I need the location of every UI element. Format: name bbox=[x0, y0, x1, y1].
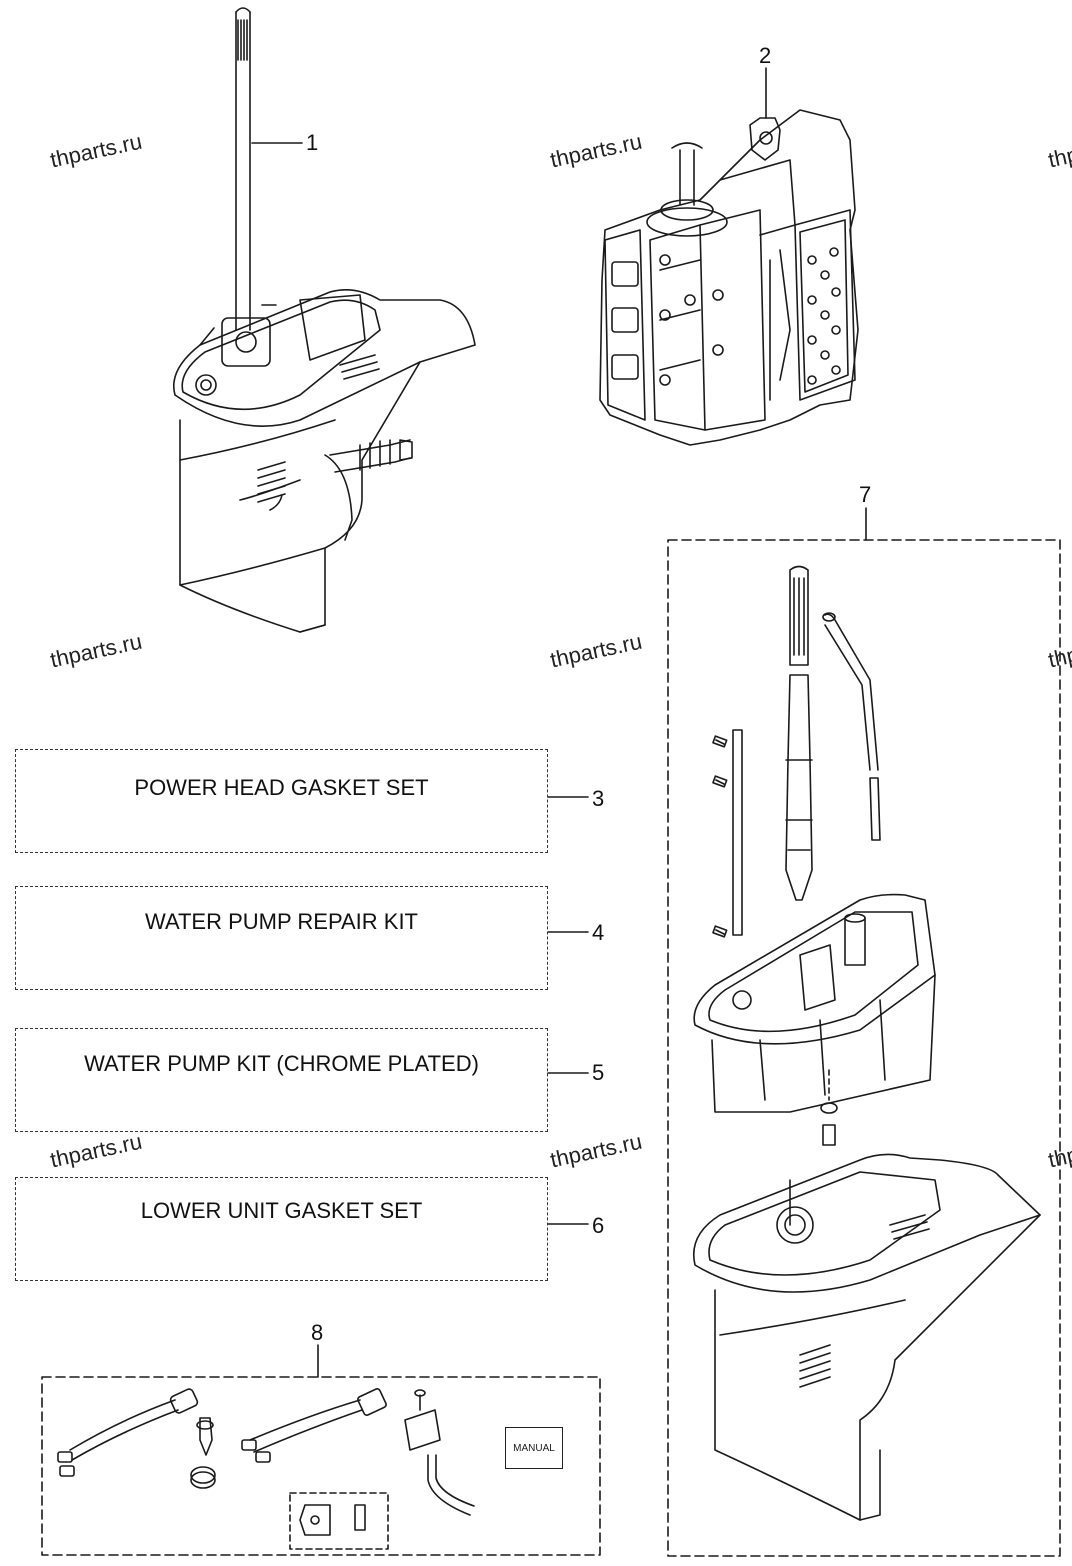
kit-box-water-pump-kit-chrome-plated: WATER PUMP KIT (CHROME PLATED) bbox=[15, 1028, 548, 1132]
kit-label: WATER PUMP REPAIR KIT bbox=[145, 909, 418, 934]
manual-booklet: MANUAL bbox=[505, 1427, 563, 1469]
callout-7: 7 bbox=[859, 482, 872, 507]
kit-label: POWER HEAD GASKET SET bbox=[134, 775, 429, 800]
watermark: thp bbox=[1046, 641, 1072, 673]
kit-label: LOWER UNIT GASKET SET bbox=[140, 1198, 423, 1223]
callout-1: 1 bbox=[306, 130, 319, 155]
watermark: thp bbox=[1046, 1141, 1072, 1173]
callout-3: 3 bbox=[592, 786, 605, 811]
part-7-group bbox=[667, 507, 1061, 1557]
manual-label: MANUAL bbox=[513, 1442, 555, 1454]
kit-box-lower-unit-gasket-set: LOWER UNIT GASKET SET bbox=[15, 1177, 548, 1281]
kit-label: WATER PUMP KIT (CHROME PLATED) bbox=[84, 1051, 479, 1076]
part-2-power-head bbox=[599, 67, 859, 446]
callout-5: 5 bbox=[592, 1060, 605, 1085]
callout-8: 8 bbox=[311, 1320, 324, 1345]
callout-6: 6 bbox=[592, 1213, 605, 1238]
part-8-accessory-kit bbox=[41, 1344, 601, 1556]
watermark: thp bbox=[1046, 141, 1072, 173]
callout-2: 2 bbox=[759, 43, 772, 68]
kit-box-water-pump-repair-kit: WATER PUMP REPAIR KIT bbox=[15, 886, 548, 990]
part-1-lower-unit bbox=[173, 7, 476, 633]
kit-box-power-head-gasket-set: POWER HEAD GASKET SET bbox=[15, 749, 548, 853]
callout-4: 4 bbox=[592, 920, 605, 945]
